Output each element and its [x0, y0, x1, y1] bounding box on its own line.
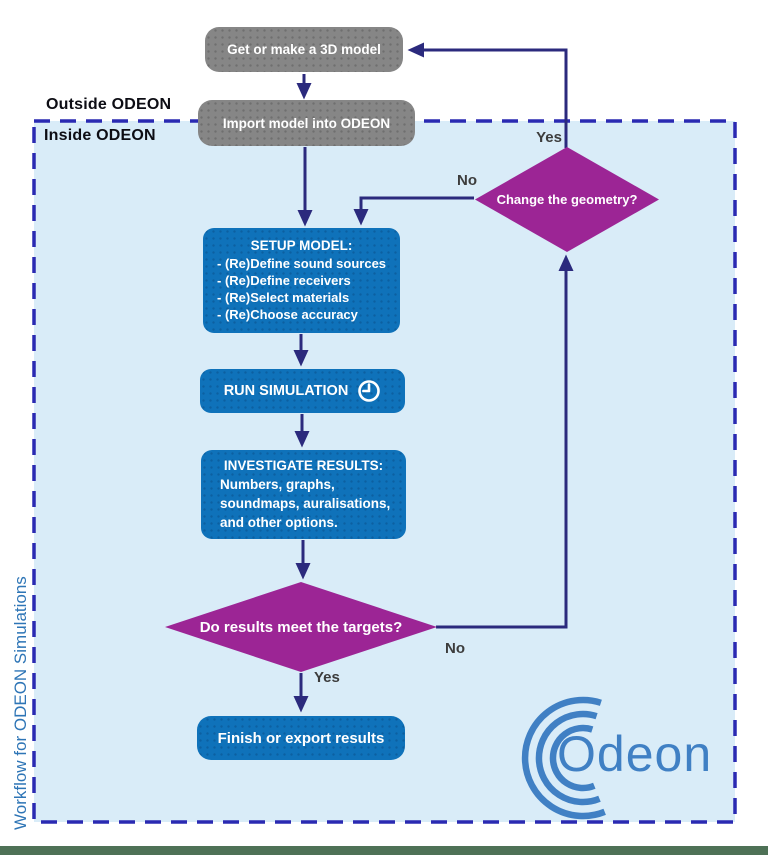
setup-model-item: - (Re)Choose accuracy — [217, 307, 358, 322]
arrow-yes-to-get-model — [407, 42, 568, 148]
outside-odeon-label: Outside ODEON — [46, 96, 172, 113]
setup-model-item: - (Re)Define receivers — [217, 273, 351, 288]
investigate-results-title: INVESTIGATE RESULTS: — [223, 457, 384, 473]
edge-label-yes-targets: Yes — [314, 669, 340, 686]
decision-results-label: Do results meet the targets? — [199, 618, 403, 636]
node-run-simulation-label: RUN SIMULATION — [223, 383, 349, 399]
node-finish-export: Finish or export results — [197, 716, 405, 760]
setup-model-title: SETUP MODEL: — [250, 238, 353, 253]
setup-model-item: - (Re)Define sound sources — [217, 256, 387, 271]
node-finish-export-label: Finish or export results — [217, 729, 385, 747]
node-setup-model: SETUP MODEL: - (Re)Define sound sources … — [203, 228, 400, 333]
node-get-3d-model: Get or make a 3D model — [205, 27, 403, 72]
inside-odeon-label: Inside ODEON — [44, 127, 156, 144]
side-caption: Workflow for ODEON Simulations — [11, 576, 30, 830]
decision-geometry-label: Change the geometry? — [496, 192, 638, 207]
edge-label-yes-remodel: Yes — [536, 129, 562, 146]
odeon-logo-wordmark: Odeon — [557, 726, 713, 782]
node-investigate-results: INVESTIGATE RESULTS: Numbers, graphs, so… — [201, 450, 406, 539]
setup-model-item: - (Re)Select materials — [217, 290, 350, 305]
node-get-3d-model-label: Get or make a 3D model — [227, 42, 381, 57]
edge-label-no-geometry: No — [457, 172, 477, 189]
node-import-model: Import model into ODEON — [198, 100, 415, 146]
clock-icon — [358, 380, 381, 402]
arrow-no-to-geometry-decision — [436, 254, 574, 629]
edge-label-no-targets: No — [445, 640, 465, 657]
bottom-accent-bar — [0, 846, 768, 855]
investigate-results-line: and other options. — [220, 514, 338, 530]
arrow-geometry-no-to-setup — [353, 196, 474, 226]
node-import-model-label: Import model into ODEON — [222, 115, 391, 131]
investigate-results-line: Numbers, graphs, — [220, 476, 335, 492]
node-run-simulation: RUN SIMULATION — [200, 369, 405, 413]
investigate-results-line: soundmaps, auralisations, — [220, 495, 391, 511]
